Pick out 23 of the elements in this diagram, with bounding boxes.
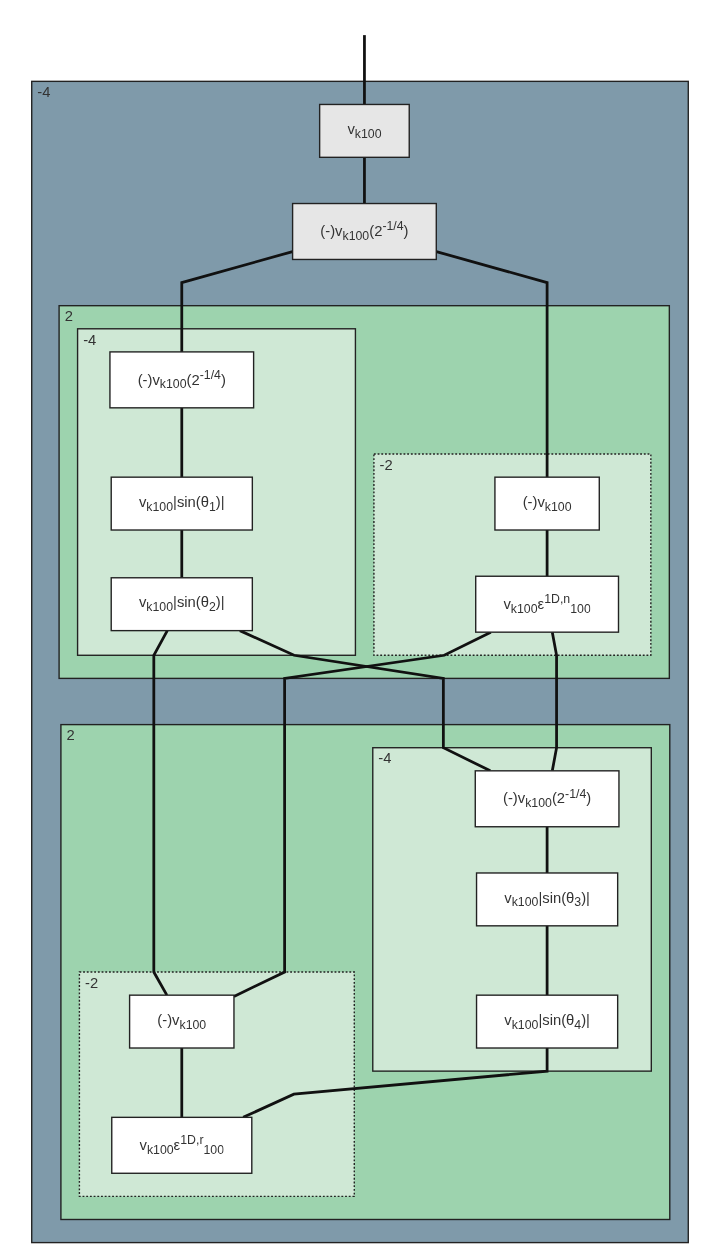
node-box: (-)v$_{k100}$	[494, 476, 600, 531]
node-box: (-)v$_{k100}$(2$^{-1/4}$)	[474, 770, 620, 828]
connector	[242, 1048, 549, 1119]
connector	[550, 631, 558, 772]
connector	[545, 530, 549, 577]
connector	[363, 157, 366, 204]
connector	[180, 530, 184, 578]
node-box: v$_{k100}$|sin(θ$_{3}$)|	[475, 872, 619, 927]
connector	[545, 826, 549, 873]
node-box: v$_{k100}$|sin(θ$_{4}$)|	[475, 994, 619, 1049]
connector	[363, 35, 366, 105]
node-box: v$_{k100}$|sin(θ$_{2}$)|	[110, 577, 254, 632]
node-box: (-)v$_{k100}$(2$^{-1/4}$)	[109, 351, 255, 409]
node-box: v$_{k100}$	[318, 103, 410, 158]
connector	[152, 629, 169, 996]
connector	[180, 407, 184, 478]
connector	[180, 1048, 184, 1118]
connector	[545, 925, 549, 996]
node-box: v$_{k100}$|sin(θ$_{1}$)|	[110, 476, 254, 531]
connector	[233, 630, 492, 998]
connector	[180, 250, 293, 352]
node-box: (-)v$_{k100}$(2$^{-1/4}$)	[291, 202, 437, 261]
node-box: (-)v$_{k100}$	[128, 994, 235, 1049]
